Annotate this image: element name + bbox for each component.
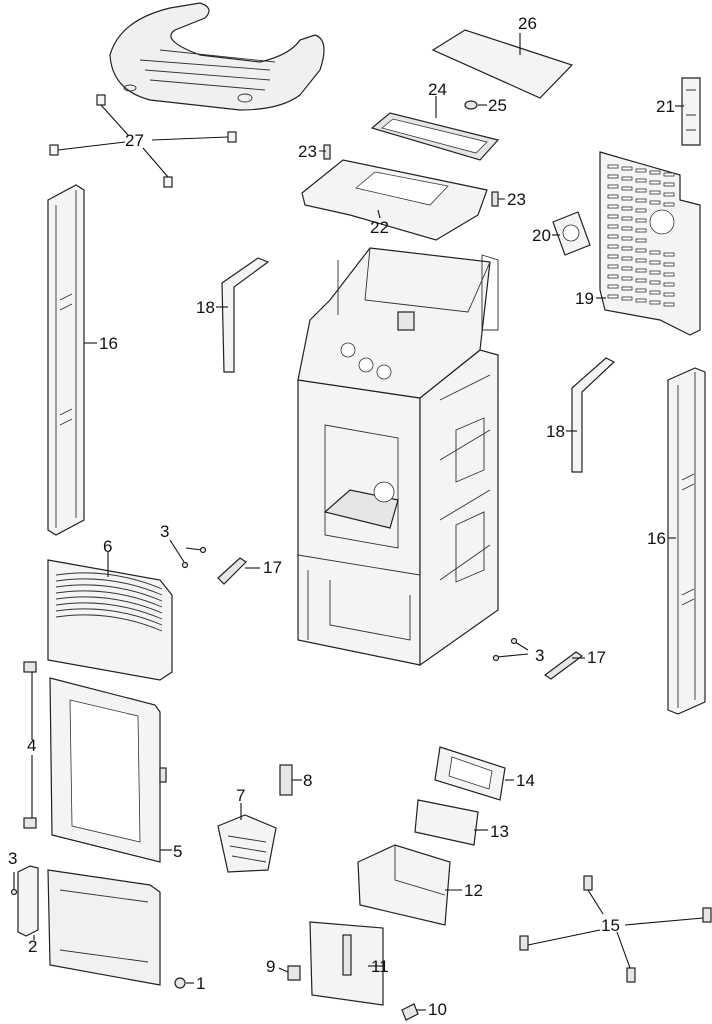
label-26: 26 (518, 14, 537, 33)
label-1: 1 (196, 974, 205, 993)
part-27-feet (49, 94, 237, 188)
label-17-right: 17 (587, 648, 606, 667)
part-8-latch (279, 764, 302, 796)
part-14-frame-plate (434, 746, 514, 801)
part-3-screws (10, 539, 529, 896)
label-16-left: 16 (99, 334, 118, 353)
part-23-brackets (319, 144, 505, 207)
label-23-left: 23 (298, 142, 317, 161)
part-22-top-plate (301, 159, 488, 241)
top-cover (109, 2, 325, 111)
stove-body (297, 247, 499, 667)
label-16-right: 16 (647, 529, 666, 548)
label-18-right: 18 (546, 422, 565, 441)
label-2: 2 (28, 937, 37, 956)
part-1-knob (174, 977, 194, 989)
label-6: 6 (103, 537, 112, 556)
part-15-feet (519, 875, 712, 983)
part-18-bracket-right (566, 357, 616, 473)
part-5-door-frame (49, 677, 172, 863)
label-4: 4 (27, 736, 36, 755)
part-26-plate (431, 29, 574, 99)
label-21: 21 (656, 97, 675, 116)
label-23-right: 23 (507, 190, 526, 209)
label-24: 24 (428, 80, 447, 99)
part-10-clip (401, 1003, 426, 1021)
part-20-flange (552, 211, 591, 256)
label-13: 13 (490, 822, 509, 841)
part-19-rear-panel (596, 151, 701, 336)
label-5: 5 (173, 842, 182, 861)
part-2-glass-door (17, 865, 161, 986)
label-3-right: 3 (535, 646, 544, 665)
label-9: 9 (266, 957, 275, 976)
part-25-cap (464, 100, 487, 110)
part-7-basket (217, 803, 277, 873)
label-8: 8 (303, 771, 312, 790)
part-labels: 26 24 25 21 27 23 23 22 20 19 18 16 18 3… (8, 14, 675, 1019)
label-3-middle: 3 (160, 522, 169, 541)
part-17-clip-right (543, 651, 585, 680)
part-9-bracket (278, 965, 301, 981)
label-15: 15 (601, 916, 620, 935)
label-14: 14 (516, 771, 535, 790)
part-4-hinge (23, 661, 37, 829)
part-17-clip-left (217, 557, 260, 585)
label-11: 11 (371, 957, 389, 976)
part-12-ash-pan (357, 844, 462, 926)
part-21-bracket (675, 77, 701, 146)
part-11-panel (309, 921, 384, 1006)
label-25: 25 (488, 96, 507, 115)
label-20: 20 (532, 226, 551, 245)
label-7: 7 (236, 786, 245, 805)
label-10: 10 (428, 1000, 447, 1019)
label-3-left: 3 (8, 849, 17, 868)
label-27: 27 (125, 131, 144, 150)
part-18-bracket-left (216, 257, 270, 373)
part-16-side-panel-right (667, 367, 706, 715)
label-12: 12 (464, 881, 483, 900)
part-24-gasket (370, 96, 500, 161)
label-18-left: 18 (196, 298, 215, 317)
label-17-left: 17 (263, 558, 282, 577)
label-22: 22 (370, 218, 389, 237)
part-6-grille (47, 552, 173, 681)
label-19: 19 (575, 289, 594, 308)
part-16-side-panel-left (47, 184, 97, 536)
part-13-plate (414, 799, 488, 846)
